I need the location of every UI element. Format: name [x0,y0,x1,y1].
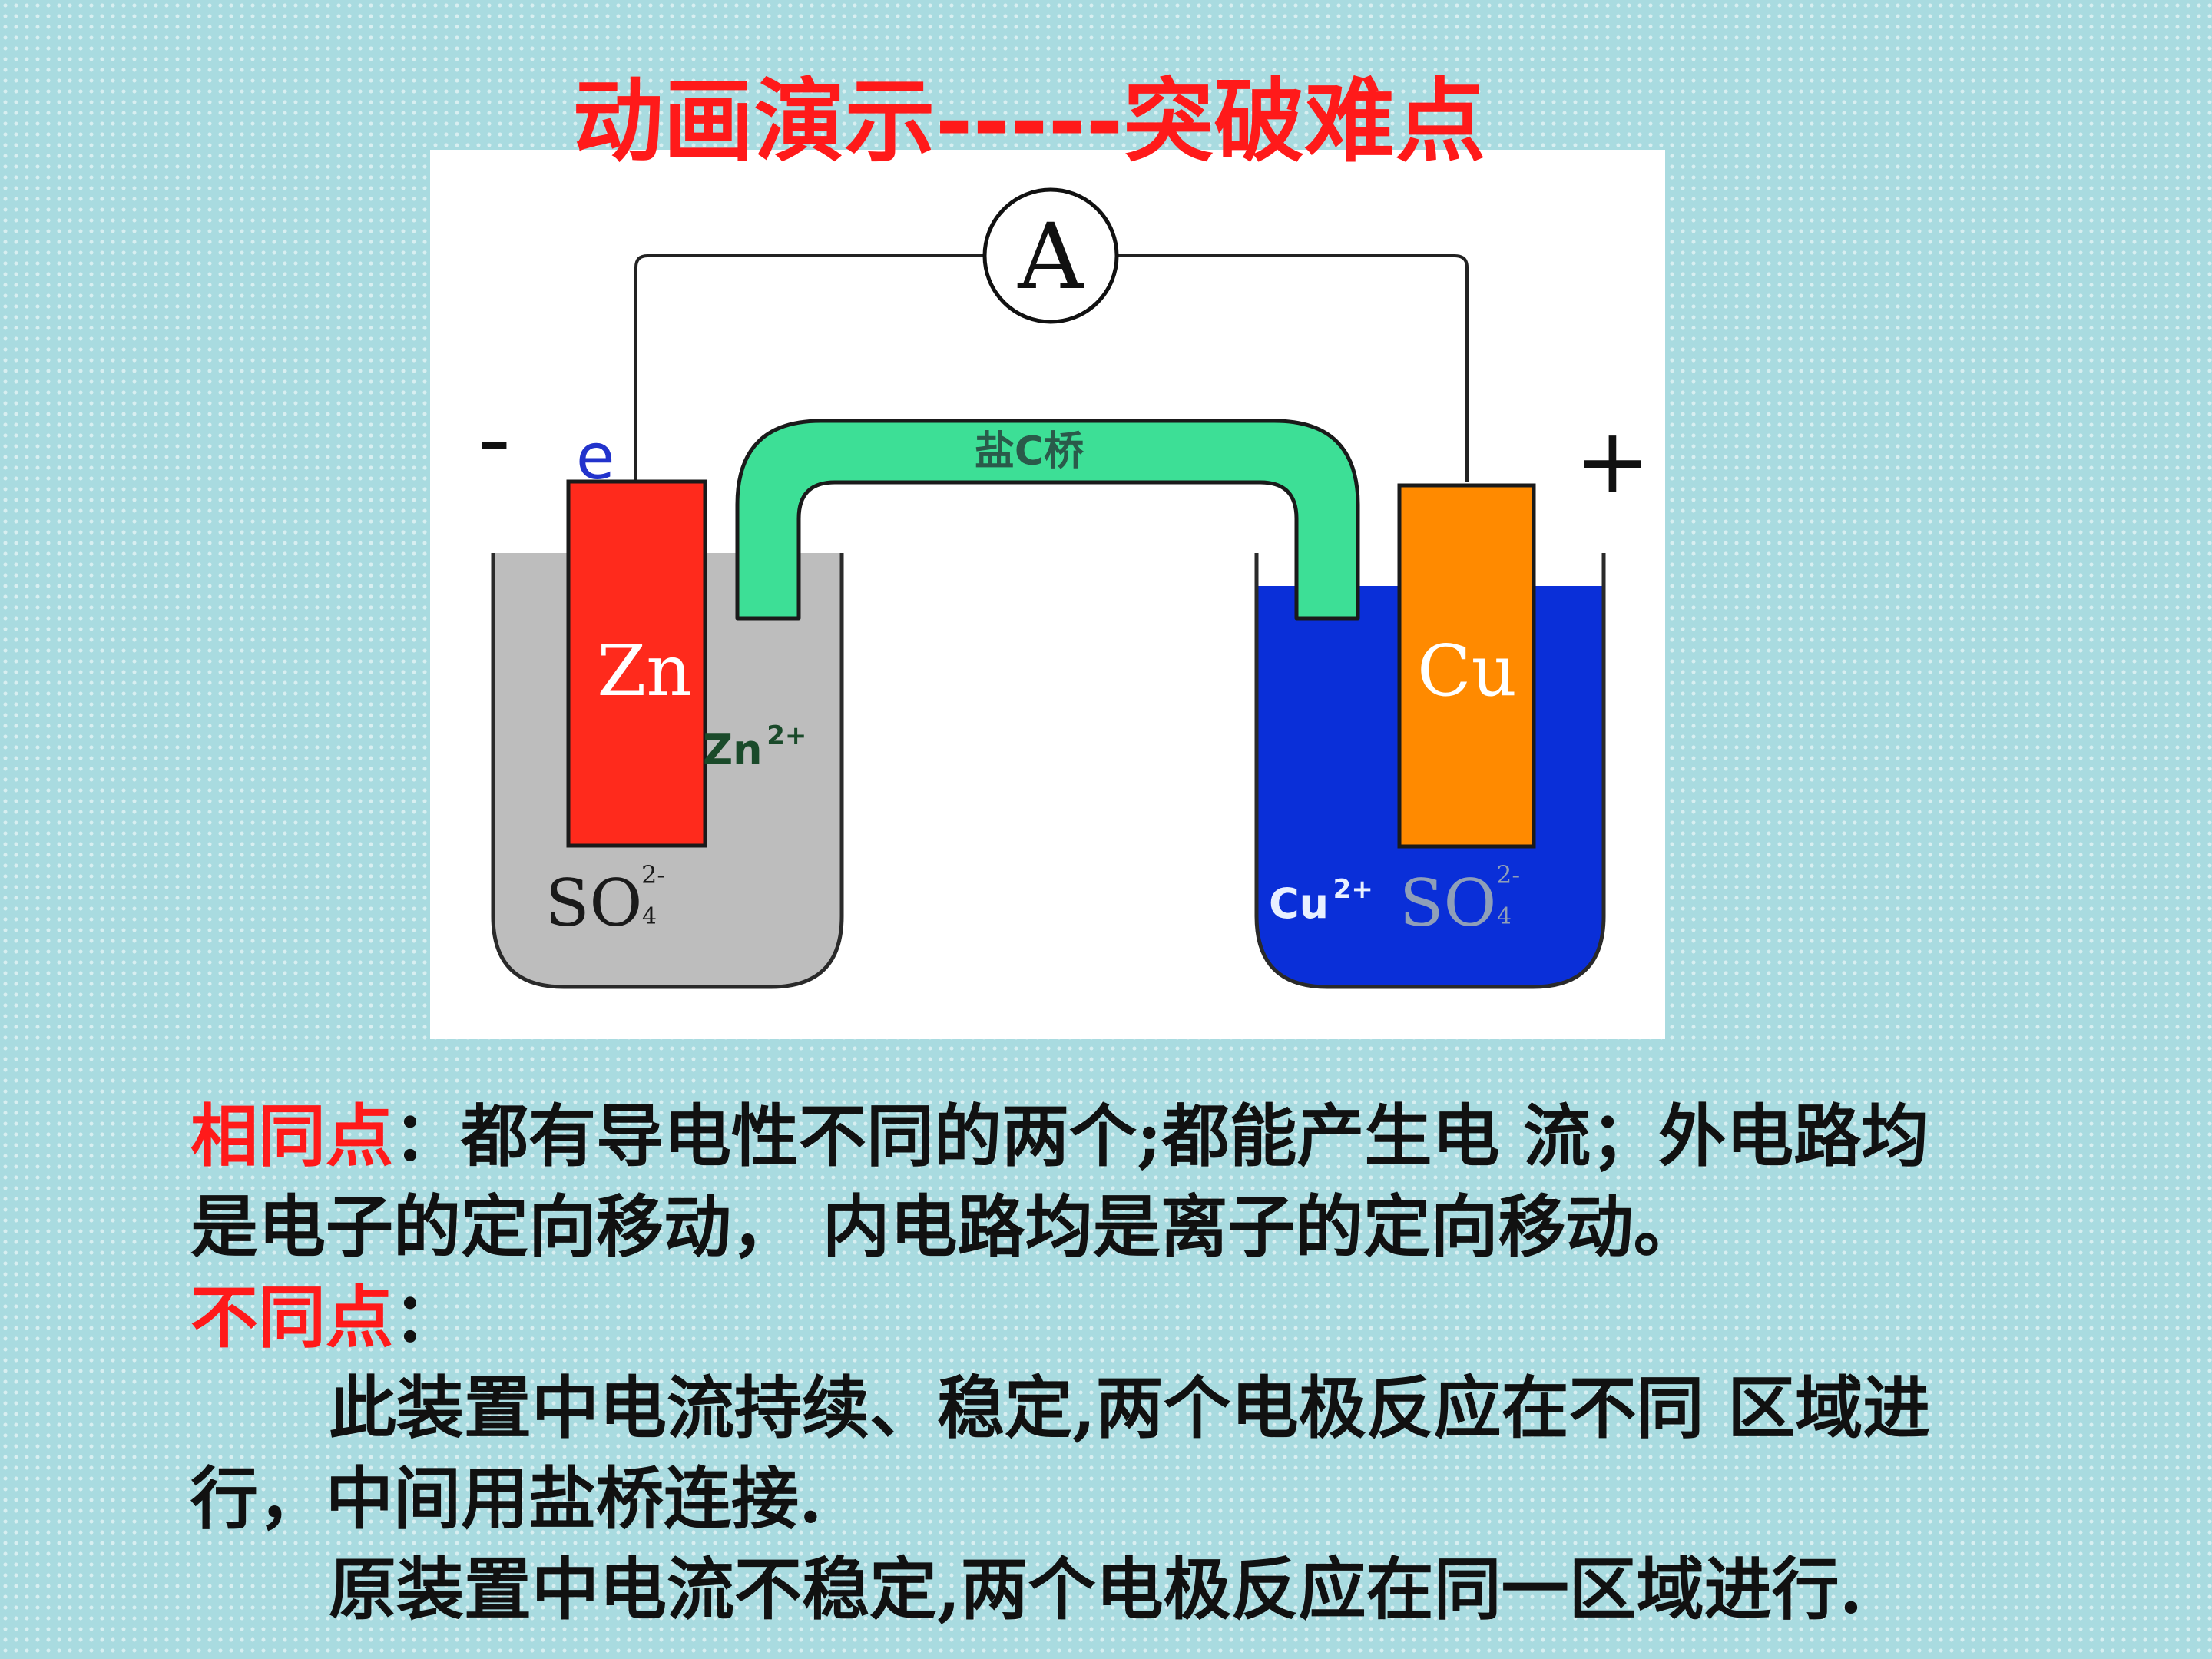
left-sulfate-sub: 4 [642,903,657,930]
right-sulfate-base: SO [1399,866,1496,941]
zinc-ion-charge: 2+ [767,720,806,751]
differences-heading: 不同点： [190,1272,2080,1363]
right-sulfate-sub: 4 [1497,903,1512,930]
left-sulfate-base: SO [545,866,642,941]
similarities-line-1: 相同点：都有导电性不同的两个;都能产生电 流；外电路均 [190,1091,2080,1181]
differences-line-2: 行，中间用盐桥连接. [190,1459,823,1538]
zinc-electrode [566,479,707,848]
right-sulfate-charge: 2- [1496,860,1520,889]
comparison-text: 相同点：都有导电性不同的两个;都能产生电 流；外电路均 是电子的定向移动， 内电… [190,1091,2080,1634]
copper-electrode [1397,483,1536,849]
ammeter-label: A [1017,204,1084,310]
positive-sign: + [1575,408,1651,514]
differences-line-3: 原装置中电流不稳定,两个电极反应在同一区域进行. [329,1549,1863,1629]
copper-ion-charge: 2+ [1333,874,1373,905]
salt-bridge-label: 盐C桥 [975,429,1084,475]
copper-electrode-label: Cu [1417,630,1517,712]
differences-line-1: 此装置中电流持续、稳定,两个电极反应在不同 区域进 [329,1368,1931,1448]
left-beaker-outline [491,553,844,989]
salt-bridge [735,419,1360,621]
differences-colon: ： [393,1277,462,1357]
zinc-electrode-label: Zn [597,630,691,712]
similarities-label: 相同点 [190,1096,394,1176]
similarities-line-2: 是电子的定向移动， 内电路均是离子的定向移动。 [190,1187,1701,1267]
copper-ion-label: Cu 2+ [1269,874,1373,928]
right-beaker-outline [1254,553,1606,989]
left-sulfate-charge: 2- [641,860,665,889]
differences-label: 不同点 [190,1277,394,1357]
left-sulfate-label: SO [545,866,642,941]
copper-ion-base: Cu [1269,879,1329,928]
ammeter-icon [982,187,1119,324]
similarities-text-1: ：都有导电性不同的两个;都能产生电 流；外电路均 [393,1096,1929,1176]
zinc-ion-base: Zn [703,726,763,774]
galvanic-cell-diagram: A - + e 盐C桥 Zn Cu Zn 2+ SO 2- 4 Cu 2+ SO… [430,150,1665,1039]
zinc-ion-label: Zn 2+ [703,720,806,774]
slide-title: 动画演示-----突破难点 [572,68,1486,174]
negative-sign: - [478,386,511,493]
right-sulfate-label: SO [1399,866,1496,941]
